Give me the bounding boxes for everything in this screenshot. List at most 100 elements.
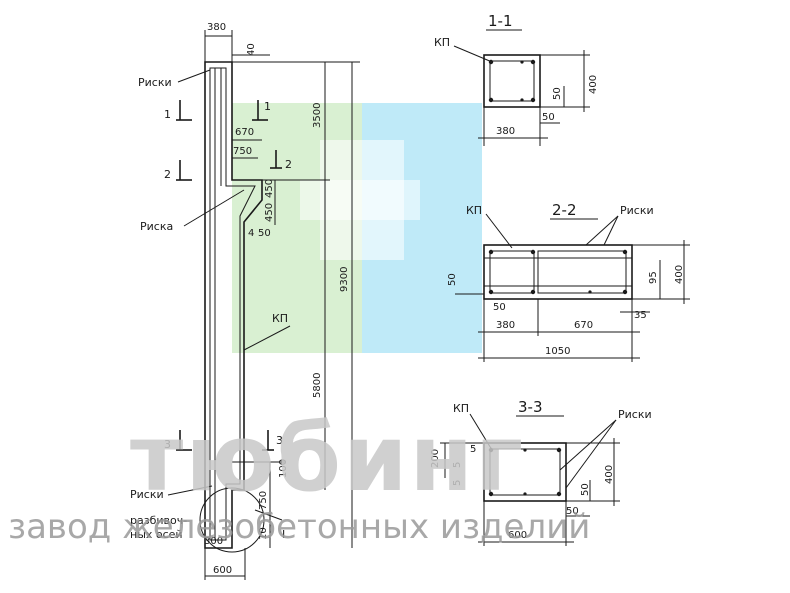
rebar-dot	[530, 249, 536, 255]
leader	[603, 215, 619, 246]
cut-1-left: 1	[164, 108, 171, 121]
leader	[254, 509, 283, 521]
section-3-3-cover-b: 50	[566, 506, 579, 517]
dim-lower-height: 5800	[312, 373, 323, 398]
rebar-dot	[523, 448, 527, 452]
leader	[167, 485, 213, 496]
watermark-tagline: завод железобетонных изделий	[8, 507, 590, 547]
leader	[559, 419, 617, 471]
rebar-dot	[488, 249, 494, 255]
section-2-2-w1: 380	[496, 320, 515, 331]
rebar-dot	[622, 249, 628, 255]
node-circle	[199, 487, 265, 553]
dim-upper-height: 3500	[312, 103, 323, 128]
leader	[183, 189, 245, 227]
leader	[453, 45, 493, 63]
section-2-2-total: 1050	[545, 346, 570, 357]
rebar-dot	[530, 289, 536, 295]
section-2-2-d95: 95	[648, 271, 659, 284]
section-3-3-five-c: 5	[452, 480, 463, 486]
cut-2-left: 2	[164, 168, 171, 181]
dim-bracket-750: 750	[233, 146, 252, 157]
section-1-1-cover-a: 50	[552, 87, 563, 100]
section-1-1-stirrup	[489, 60, 535, 102]
leader	[243, 325, 291, 351]
node-label: I	[282, 528, 285, 541]
section-1-1: 1-1 КП 380 400 50 50	[434, 12, 599, 146]
dim-foot-100: 100	[278, 459, 289, 478]
column-elevation: 380 40 3500 5800 9300 670 750 450 450 4 …	[130, 22, 360, 580]
section-1-1-width: 380	[496, 126, 515, 137]
rebar-dot	[556, 491, 562, 497]
dim-total-height: 9300	[339, 267, 350, 292]
section-2-2-riski: Риски	[620, 204, 654, 217]
dim-base-width: 600	[213, 565, 232, 576]
section-3-3-cover-a: 50	[580, 483, 591, 496]
rebar-dot	[523, 492, 527, 496]
section-2-2-stirrup-right	[537, 250, 627, 294]
rebar-dot	[556, 447, 562, 453]
section-3-3-height: 400	[604, 465, 615, 484]
cut-3-right: 3	[276, 434, 283, 447]
dim-base-300: 300	[204, 536, 223, 547]
logo-watermark	[232, 103, 482, 353]
leader	[585, 215, 619, 246]
watermark-brand: тюбинг	[130, 405, 525, 512]
section-2-2-kp: КП	[466, 204, 482, 217]
section-3-3-width: 600	[508, 530, 527, 541]
rebar-dot	[530, 59, 536, 65]
cut-1-right: 1	[264, 100, 271, 113]
cut-2-right: 2	[285, 158, 292, 171]
section-2-2-stirrup-left	[489, 250, 535, 294]
section-3-3-five-a: 5	[470, 444, 476, 455]
rebar-dot	[488, 447, 494, 453]
section-1-1-title: 1-1	[488, 12, 513, 30]
label-kp: КП	[272, 312, 288, 325]
section-2-2-d35: 35	[634, 310, 647, 321]
dim-top-offset: 40	[246, 43, 257, 56]
logo-white-cut-3	[300, 180, 420, 220]
leader	[485, 213, 513, 249]
section-1-1-cover-b: 50	[542, 112, 555, 123]
section-3-3-kp: КП	[453, 402, 469, 415]
dim-bracket-670: 670	[235, 127, 254, 138]
dim-bracket-50: 50	[258, 228, 271, 239]
section-2-2-cover: 50	[493, 302, 506, 313]
section-3-3: 3-3 КП Риски 200 5 5 5 600 400 50 50	[430, 398, 652, 546]
section-1-1-height: 400	[588, 75, 599, 94]
leader	[469, 413, 493, 451]
label-riski-bottom: Риски	[130, 488, 164, 501]
dim-top-width: 380	[207, 22, 226, 33]
leader	[177, 69, 211, 83]
label-razb-2: ных осей	[130, 528, 183, 541]
leader	[565, 419, 617, 489]
section-1-1-kp: КП	[434, 36, 450, 49]
rebar-dot	[488, 491, 494, 497]
rebar-dot	[520, 60, 524, 64]
label-riski-top: Риски	[138, 76, 172, 89]
rebar-dot	[520, 98, 524, 102]
label-razb-1: разбивоч-	[130, 514, 187, 527]
dim-foot-750: 750	[258, 491, 269, 510]
dim-bracket-450-b: 450	[264, 203, 275, 222]
dim-foot-10: 10	[258, 527, 269, 540]
column-outline	[204, 61, 263, 549]
section-2-2-left: 50	[447, 273, 458, 286]
dim-bracket-450-a: 450	[264, 179, 275, 198]
rebar-dot	[530, 97, 536, 103]
dim-bracket-4: 4	[248, 228, 254, 239]
rebar-dot	[488, 289, 494, 295]
rebar-dot	[588, 290, 592, 294]
section-2-2-outline	[483, 244, 633, 300]
section-3-3-h200: 200	[430, 449, 441, 468]
label-riska: Риска	[140, 220, 173, 233]
section-3-3-outline	[483, 442, 567, 502]
text-watermark: тюбинг завод железобетонных изделий	[8, 405, 590, 547]
section-3-3-title: 3-3	[518, 398, 543, 416]
section-3-3-riski: Риски	[618, 408, 652, 421]
section-2-2-height: 400	[674, 265, 685, 284]
rebar-dot	[488, 97, 494, 103]
section-2-2-title: 2-2	[552, 201, 577, 219]
